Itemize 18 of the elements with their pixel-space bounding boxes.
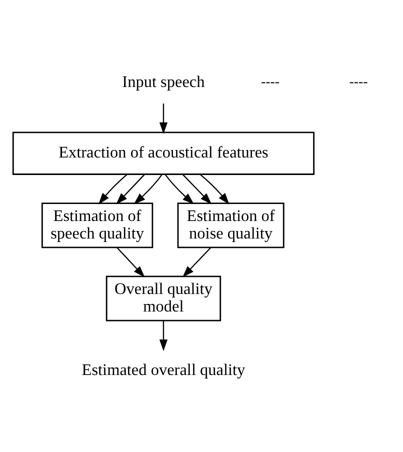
arrow [182, 246, 212, 277]
label: ---- [261, 74, 280, 90]
arrow [159, 103, 168, 134]
arrow [134, 173, 163, 204]
arrow [200, 173, 230, 204]
arrow [98, 173, 128, 204]
node-box: Estimation of noise quality [177, 202, 284, 248]
node-box: Estimation of speech quality [41, 202, 154, 248]
arrow [164, 173, 194, 204]
arrow [182, 173, 212, 204]
node-text: Estimated overall quality [82, 360, 246, 378]
arrow [159, 320, 168, 351]
node-text: Input speech [122, 72, 205, 90]
label: ---- [349, 74, 368, 90]
node-box: Overall quality model [106, 275, 222, 321]
node-box: Extraction of acoustical features [12, 131, 315, 174]
arrow [116, 173, 146, 204]
arrow [116, 246, 145, 277]
